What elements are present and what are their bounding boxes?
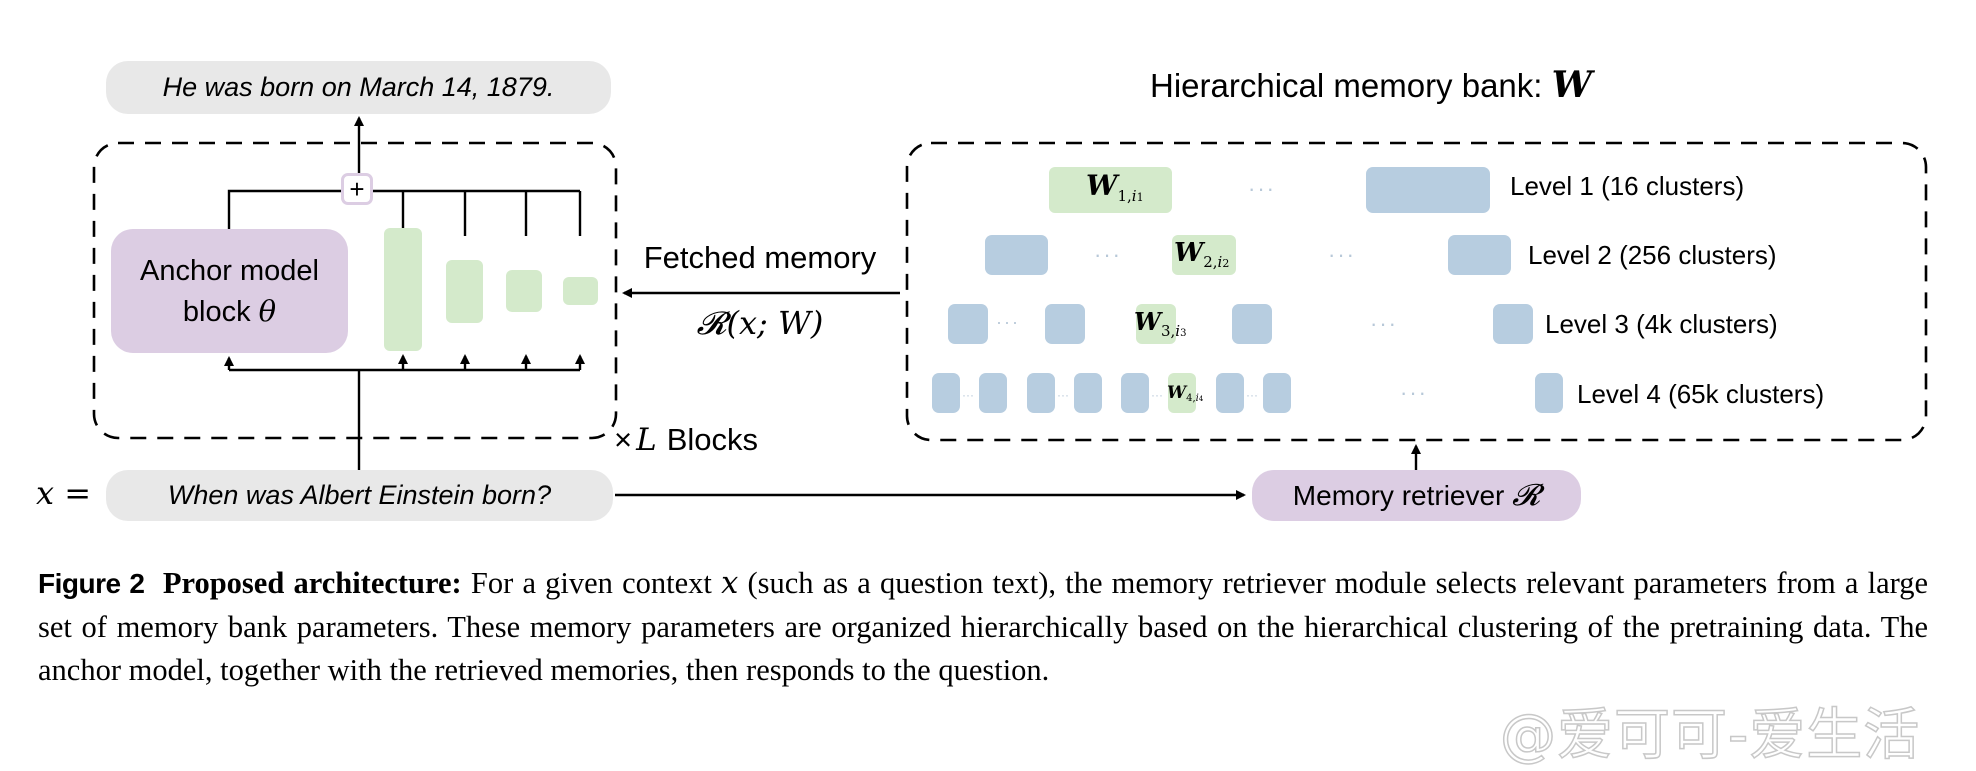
level-label: Level 2 (256 clusters): [1528, 240, 1777, 270]
watermark: @爱可可-爱生活: [1499, 702, 1921, 769]
ellipsis: ···: [1328, 242, 1356, 267]
W-symbol: W: [1551, 64, 1593, 106]
selected-memory-label: W3,i3: [1134, 307, 1187, 340]
ellipsis: ···: [1057, 388, 1069, 402]
selected-memory-cluster: [1136, 304, 1176, 344]
memory-cluster: [979, 373, 1007, 413]
caption-var: x: [721, 566, 739, 601]
selected-memory-cluster: [1049, 167, 1172, 213]
R-symbol: 𝓡: [1512, 478, 1541, 513]
figure-caption: Figure 2 Proposed architecture: For a gi…: [38, 562, 1928, 693]
ellipsis: ···: [1151, 388, 1163, 402]
level-label: Level 3 (4k clusters): [1545, 309, 1778, 339]
input-question-text: When was Albert Einstein born?: [167, 480, 552, 510]
ellipsis: ···: [1370, 311, 1398, 336]
output-text: He was born on March 14, 1879.: [162, 72, 555, 102]
memory-cluster: [1121, 373, 1149, 413]
memory-cluster: [1535, 373, 1563, 413]
anchor-blocks-container: [92, 141, 618, 440]
level-label: Level 1 (16 clusters): [1510, 171, 1745, 201]
retrieval-formula: 𝓡(x; W): [696, 304, 824, 342]
top-bus: [227, 189, 348, 229]
selected-memory-cluster: [1168, 373, 1196, 413]
memory-cluster: [948, 304, 988, 344]
ellipsis: ···: [1094, 242, 1122, 267]
plus-icon: +: [349, 174, 365, 204]
memory-cluster: [1232, 304, 1272, 344]
ellipsis: ···: [962, 388, 974, 402]
memory-cluster: [985, 235, 1048, 275]
selected-memory-label: W4,i4: [1167, 383, 1204, 404]
fetched-memory-label: Fetched memory: [643, 240, 877, 275]
memory-cluster: [932, 373, 960, 413]
memory-cluster: [1027, 373, 1055, 413]
ellipsis: ···: [1248, 176, 1276, 201]
memory-cluster: [1216, 373, 1244, 413]
theta-symbol: θ: [258, 293, 277, 328]
input-variable-label: x =: [36, 474, 92, 512]
memory-cluster: [1263, 373, 1291, 413]
memory-cluster: [1366, 167, 1490, 213]
ellipsis: ···: [1400, 380, 1428, 405]
memory-adapter-level1: [384, 228, 422, 351]
caption-text-1: For a given context: [470, 566, 712, 600]
sum-node: +: [341, 173, 373, 205]
output-text-bubble: He was born on March 14, 1879.: [106, 61, 611, 114]
selected-memory-label: W2,i2: [1174, 238, 1230, 271]
memory-retriever-module: Memory retriever 𝓡: [1252, 470, 1581, 521]
caption-title: Proposed architecture:: [162, 566, 462, 600]
memory-adapter-level3: [506, 270, 542, 312]
memory-adapter-level4: [563, 277, 598, 305]
selected-memory-cluster: [1172, 235, 1236, 275]
caption-text-2: (such as a question text), the memory re…: [38, 566, 1929, 687]
ellipsis: ···: [996, 312, 1020, 332]
memory-cluster: [1448, 235, 1511, 275]
anchor-model-block: Anchor model block θ: [111, 229, 348, 353]
figure-label: Figure 2: [38, 568, 145, 599]
memory-cluster: [1074, 373, 1102, 413]
ellipsis: ···: [1246, 388, 1258, 402]
selected-memory-label: W1,i1: [1086, 169, 1144, 205]
memory-cluster: [1045, 304, 1085, 344]
level-label: Level 4 (65k clusters): [1577, 379, 1825, 409]
anchor-label-line2: block: [182, 295, 251, 328]
memory-bank-title: Hierarchical memory bank: W: [1150, 64, 1593, 106]
input-question-bubble: When was Albert Einstein born?: [106, 470, 613, 521]
L-symbol: L: [636, 422, 657, 458]
memory-cluster: [1493, 304, 1533, 344]
anchor-label-line1: Anchor model: [140, 254, 319, 287]
memory-adapter-level2: [446, 260, 483, 323]
